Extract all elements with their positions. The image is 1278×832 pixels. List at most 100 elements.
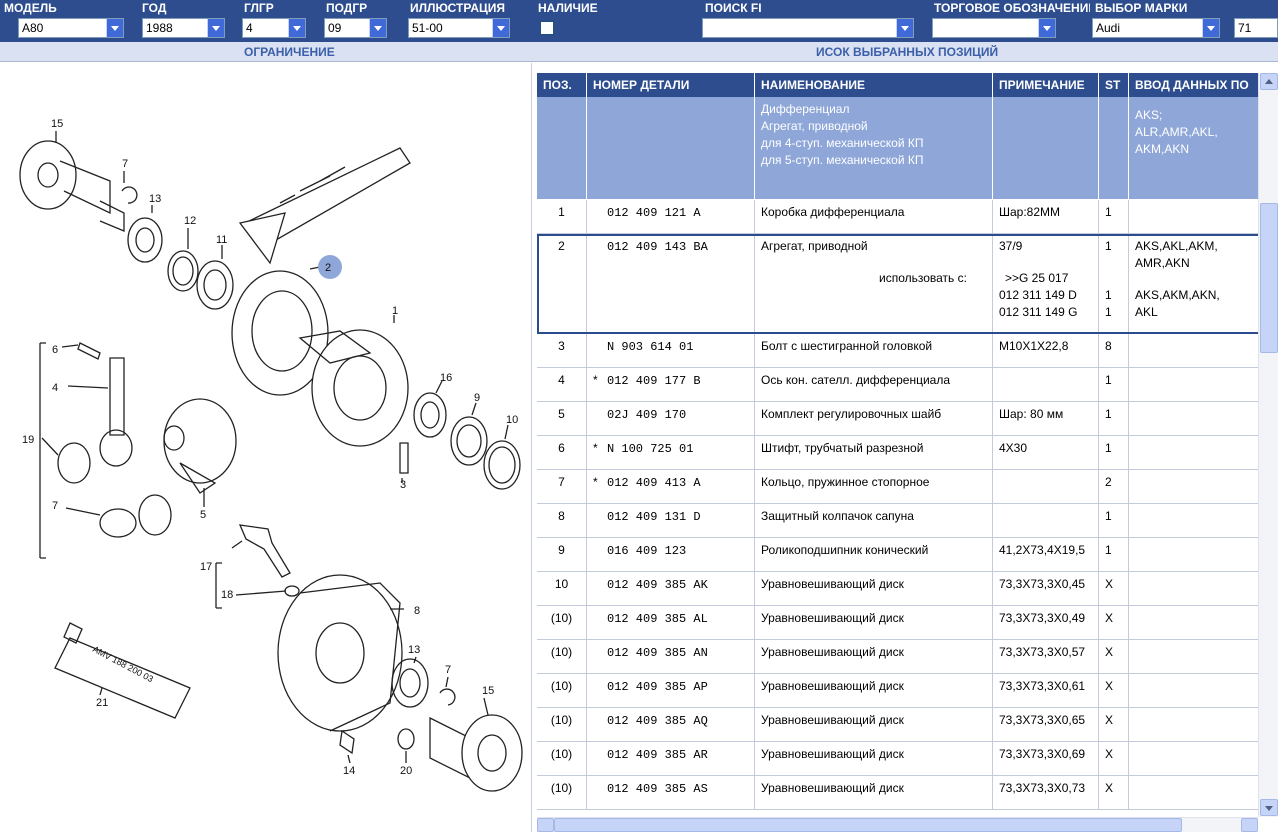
checkbox-icon[interactable] xyxy=(540,21,554,35)
table-row-selected[interactable]: 2 012 409 143 BA Агрегат, приводной испо… xyxy=(537,234,1258,334)
group-data-line: ALR,AMR,AKL, xyxy=(1135,125,1218,139)
callout[interactable]: 13 xyxy=(408,644,420,656)
chevron-down-icon[interactable] xyxy=(288,19,305,37)
callout[interactable]: 8 xyxy=(414,605,420,617)
table-header: ПОЗ. НОМЕР ДЕТАЛИ НАИМЕНОВАНИЕ ПРИМЕЧАНИ… xyxy=(537,73,1258,97)
chevron-down-icon[interactable] xyxy=(1038,19,1055,37)
scroll-left-icon[interactable] xyxy=(537,818,554,832)
model-value: A80 xyxy=(22,21,44,35)
col-note[interactable]: ПРИМЕЧАНИЕ xyxy=(993,73,1099,97)
brand-label: ВЫБОР МАРКИ xyxy=(1095,1,1188,15)
availability-label: НАЛИЧИЕ xyxy=(538,1,598,15)
callout[interactable]: 5 xyxy=(200,509,206,521)
group-name-line: Агрегат, приводной xyxy=(761,119,868,133)
year-select[interactable]: 1988 xyxy=(142,18,225,38)
callout[interactable]: 12 xyxy=(184,215,196,227)
callout[interactable]: 17 xyxy=(200,561,212,573)
callout[interactable]: 15 xyxy=(51,118,63,130)
callout[interactable]: 18 xyxy=(221,589,233,601)
illustration-value: 51-00 xyxy=(412,21,443,35)
highlight-marker[interactable] xyxy=(318,255,342,279)
callout[interactable]: 10 xyxy=(506,414,518,426)
exploded-view-illustration: 15 7 13 12 11 2 1 6 4 19 16 9 10 3 5 7 1… xyxy=(0,63,532,832)
scroll-up-icon[interactable] xyxy=(1260,73,1278,90)
chevron-down-icon[interactable] xyxy=(106,19,123,37)
scroll-down-icon[interactable] xyxy=(1260,799,1278,816)
callout[interactable]: 7 xyxy=(122,158,128,170)
col-position[interactable]: ПОЗ. xyxy=(537,73,587,97)
callout[interactable]: 16 xyxy=(440,372,452,384)
callout[interactable]: 2 xyxy=(325,262,331,274)
callout[interactable]: 14 xyxy=(343,765,355,777)
model-select[interactable]: A80 xyxy=(18,18,124,38)
col-name[interactable]: НАИМЕНОВАНИЕ xyxy=(755,73,993,97)
callout[interactable]: 9 xyxy=(474,392,480,404)
search-fi-label: ПОИСК FI xyxy=(705,1,762,15)
callout[interactable]: 6 xyxy=(52,344,58,356)
callout[interactable]: 4 xyxy=(52,382,58,394)
chevron-down-icon[interactable] xyxy=(207,19,224,37)
horizontal-scrollbar[interactable] xyxy=(537,817,1258,832)
selected-positions-title: ИСОК ВЫБРАННЫХ ПОЗИЦИЙ xyxy=(816,45,999,59)
brand-value: Audi xyxy=(1096,21,1121,35)
illustration-select[interactable]: 51-00 xyxy=(408,18,510,38)
filter-bar: МОДЕЛЬ A80 ГОД 1988 ГЛГР 4 ПОДГР 09 ИЛЛЮ… xyxy=(0,0,1278,42)
vertical-scroll-thumb[interactable] xyxy=(1260,203,1278,353)
trade-name-label: ТОРГОВОЕ ОБОЗНАЧЕНИЕ xyxy=(934,1,1090,15)
scroll-right-icon[interactable] xyxy=(1241,818,1258,832)
section-header-bar: ОГРАНИЧЕНИЕ ИСОК ВЫБРАННЫХ ПОЗИЦИЙ xyxy=(0,42,1278,62)
main-group-label: ГЛГР xyxy=(244,1,274,15)
year-label: ГОД xyxy=(142,1,167,15)
callout[interactable]: 21 xyxy=(96,697,108,709)
brand-select[interactable]: Audi xyxy=(1092,18,1220,38)
callout[interactable]: 20 xyxy=(400,765,412,777)
table-row[interactable]: 1 012 409 121 A Коробка дифференциала Ша… xyxy=(537,200,1258,234)
chevron-down-icon[interactable] xyxy=(492,19,509,37)
chevron-down-icon[interactable] xyxy=(1202,19,1219,37)
year-value: 1988 xyxy=(146,21,173,35)
search-fi-select[interactable] xyxy=(702,18,914,38)
main-group-value: 4 xyxy=(246,21,253,35)
subgroup-label: ПОДГР xyxy=(326,1,368,15)
group-data-line: AKM,AKN xyxy=(1135,142,1190,156)
col-data-input[interactable]: ВВОД ДАННЫХ ПО xyxy=(1129,73,1258,97)
callout[interactable]: 7 xyxy=(445,664,451,676)
callout[interactable]: 15 xyxy=(482,685,494,697)
callout[interactable]: 11 xyxy=(216,234,227,246)
chevron-down-icon[interactable] xyxy=(369,19,386,37)
callout[interactable]: 19 xyxy=(22,434,34,446)
callout[interactable]: 13 xyxy=(149,193,161,205)
chevron-down-icon[interactable] xyxy=(896,19,913,37)
group-data-line: AKS; xyxy=(1135,108,1163,122)
trade-name-select[interactable] xyxy=(932,18,1056,38)
group-name-line: для 5-ступ. механической КП xyxy=(761,153,924,167)
horizontal-scroll-thumb[interactable] xyxy=(554,818,1182,832)
col-st[interactable]: ST xyxy=(1099,73,1129,97)
model-label: МОДЕЛЬ xyxy=(4,1,57,15)
col-part-number[interactable]: НОМЕР ДЕТАЛИ xyxy=(587,73,755,97)
vertical-scrollbar[interactable] xyxy=(1258,73,1278,817)
page-number-field[interactable]: 71 xyxy=(1234,18,1278,38)
main-group-select[interactable]: 4 xyxy=(242,18,306,38)
illustration-label: ИЛЛЮСТРАЦИЯ xyxy=(410,1,506,15)
differential-diagram: 15 7 13 12 11 2 1 6 4 19 16 9 10 3 5 7 1… xyxy=(19,118,523,792)
callout[interactable]: 7 xyxy=(52,500,58,512)
subgroup-select[interactable]: 09 xyxy=(324,18,387,38)
callout[interactable]: 3 xyxy=(400,479,406,491)
callout[interactable]: 1 xyxy=(392,305,398,317)
